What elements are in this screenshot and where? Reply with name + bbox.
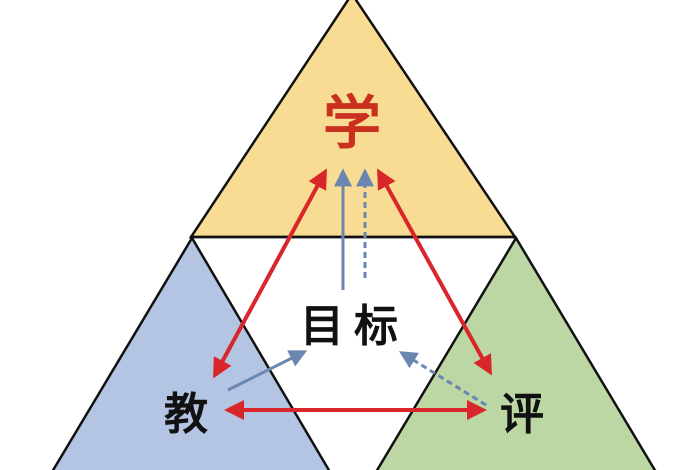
label-learn: 学 bbox=[322, 89, 382, 157]
arrow-learn-evaluate bbox=[377, 168, 492, 376]
arrow-learn-teach bbox=[213, 168, 327, 379]
label-teach: 教 bbox=[164, 389, 208, 440]
label-goal: 目标 bbox=[300, 301, 408, 352]
arrow-teach-goal bbox=[227, 350, 308, 392]
arrow-evaluate-goal-dashed bbox=[398, 351, 487, 407]
label-evaluate: 评 bbox=[500, 389, 544, 440]
